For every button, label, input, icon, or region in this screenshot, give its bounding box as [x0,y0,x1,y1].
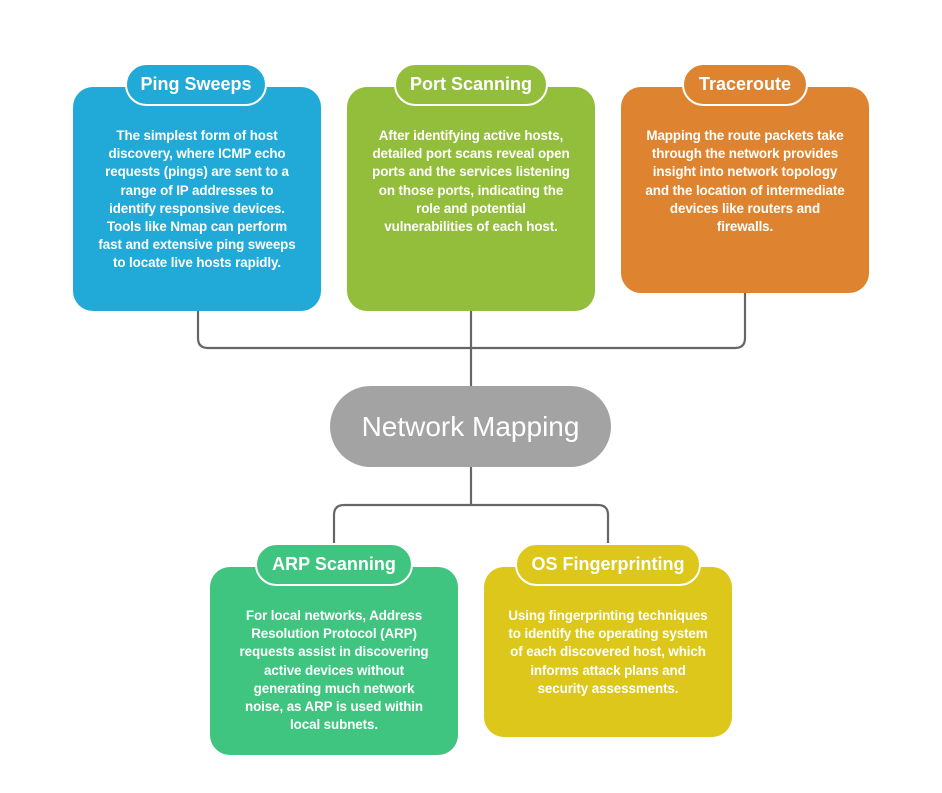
connector-bottom [332,503,610,545]
central-node-network-mapping: Network Mapping [330,386,611,467]
node-os-fingerprinting: Using fingerprinting techniques to ident… [484,567,732,737]
node-arp-scanning: For local networks, Address Resolution P… [210,567,458,755]
node-title-arp-scanning: ARP Scanning [255,543,413,586]
node-ping-sweeps: The simplest form of host discovery, whe… [73,87,321,311]
node-title-port-scanning: Port Scanning [394,63,548,106]
node-description: The simplest form of host discovery, whe… [98,128,296,271]
node-description: After identifying active hosts, detailed… [372,128,570,235]
node-description: Using fingerprinting techniques to ident… [508,608,708,696]
node-title-ping-sweeps: Ping Sweeps [125,63,267,106]
node-title-traceroute: Traceroute [682,63,808,106]
node-description: For local networks, Address Resolution P… [239,608,429,733]
node-traceroute: Mapping the route packets take through t… [621,87,869,293]
node-description: Mapping the route packets take through t… [645,128,845,235]
node-port-scanning: After identifying active hosts, detailed… [347,87,595,311]
node-title-os-fingerprinting: OS Fingerprinting [515,543,701,586]
